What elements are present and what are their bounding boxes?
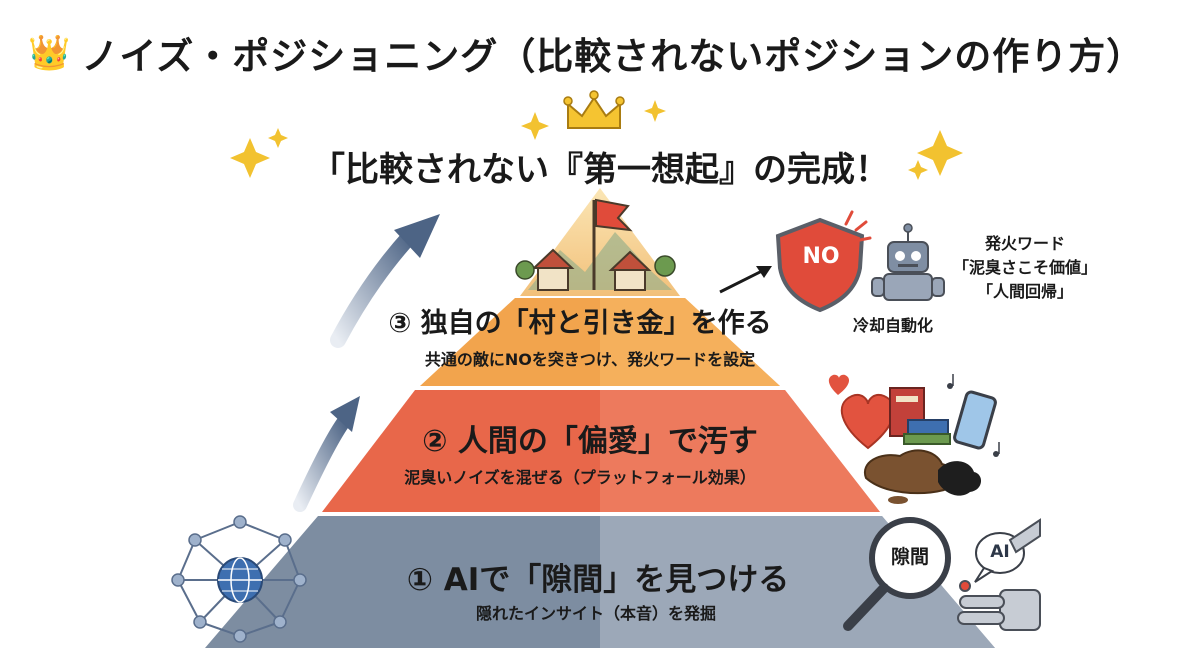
magnifier-icon bbox=[843, 517, 951, 631]
page-title: 👑 ノイズ・ポジショニング（比較されないポジションの作り方） bbox=[28, 26, 1144, 80]
growth-arrows bbox=[293, 214, 440, 512]
pointer-arrow bbox=[719, 266, 772, 294]
ai-bubble-label: AI bbox=[990, 542, 1010, 562]
fire-word-item: 「人間回帰」 bbox=[976, 282, 1073, 301]
village-flag-icon bbox=[515, 198, 676, 291]
peak-caption: 「比較されない『第一想起』の完成！ bbox=[311, 150, 889, 190]
heart-icon bbox=[828, 374, 896, 450]
tier-1-subheading: 隠れたインサイト（本音）を発掘 bbox=[475, 604, 716, 623]
music-note-icon bbox=[947, 374, 1000, 457]
no-shield-icon bbox=[775, 217, 865, 313]
fire-words-title: 発火ワード bbox=[984, 234, 1065, 253]
mud-splash-icon bbox=[863, 449, 982, 504]
books-icon bbox=[889, 387, 951, 445]
tier-2-heading: ② 人間の「偏愛」で汚す bbox=[422, 424, 758, 459]
robot-icon bbox=[871, 223, 945, 301]
pyramid bbox=[205, 188, 995, 648]
network-globe-icon bbox=[171, 515, 307, 643]
cooling-label: 冷却自動化 bbox=[852, 316, 933, 335]
phone-icon bbox=[953, 390, 997, 450]
no-badge-label: NO bbox=[802, 244, 840, 269]
sparkle-icons bbox=[230, 100, 963, 180]
crown-icon bbox=[563, 90, 625, 129]
tier-3-heading: ③ 独自の「村と引き金」を作る bbox=[388, 308, 772, 339]
fire-word-item: 「泥臭さこそ価値」 bbox=[952, 258, 1097, 277]
tier-2-subheading: 泥臭いノイズを混ぜる（プラットフォール効果） bbox=[404, 468, 756, 487]
gap-lens-label: 隙間 bbox=[890, 546, 929, 568]
page-title-text: ノイズ・ポジショニング（比較されないポジションの作り方） bbox=[81, 35, 1145, 78]
fire-words-list: 発火ワード 「泥臭さこそ価値」 「人間回帰」 bbox=[945, 232, 1105, 304]
pyramid-tier-3-shade bbox=[600, 298, 780, 386]
alert-lines-icon bbox=[844, 210, 872, 242]
robot-hand-icon bbox=[957, 518, 1041, 631]
tier-3-subheading: 共通の敵にNOを突きつけ、発火ワードを設定 bbox=[424, 350, 756, 369]
crown-emoji-icon: 👑 bbox=[28, 33, 72, 73]
tier-1-heading: ① AIで「隙間」を見つける bbox=[406, 562, 790, 598]
pyramid-tier-2-shade bbox=[600, 390, 880, 512]
